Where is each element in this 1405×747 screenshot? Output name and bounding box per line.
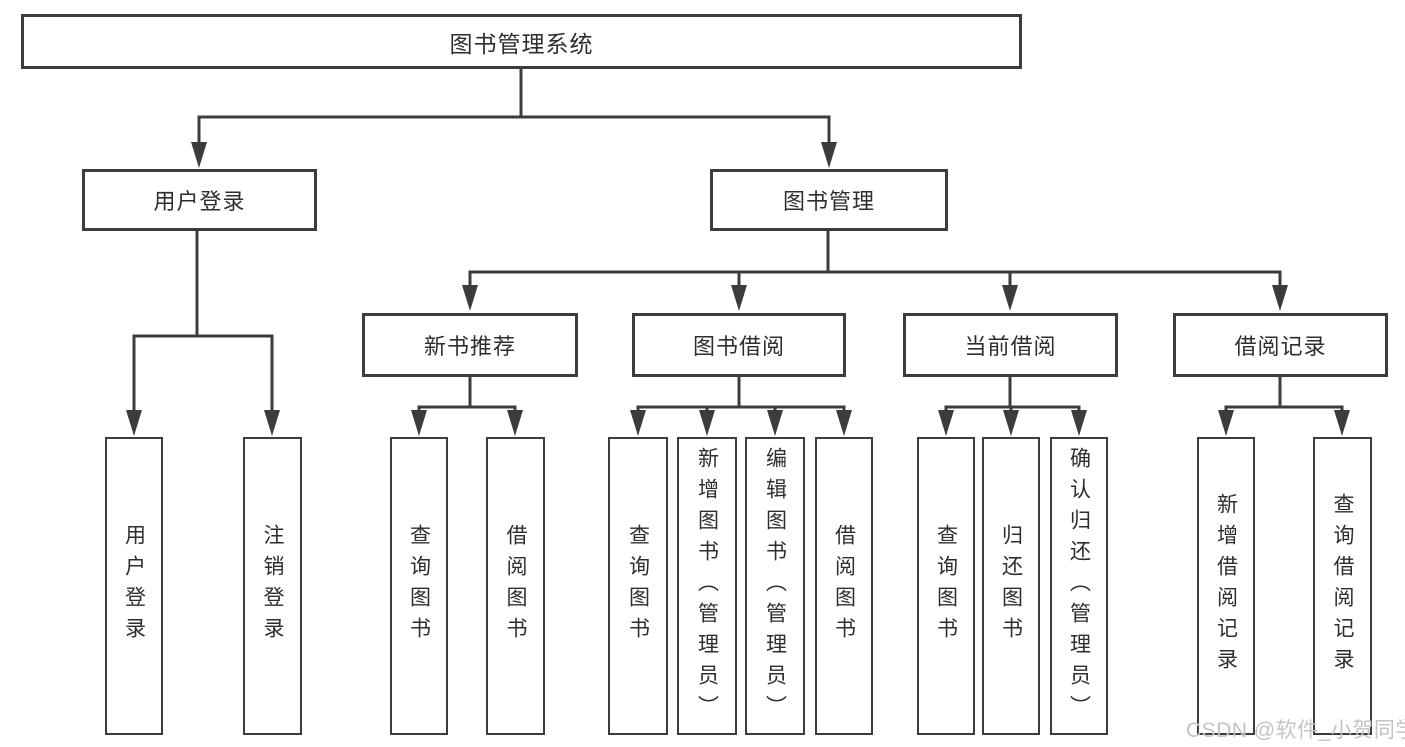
node-label: 图书管理系统	[449, 30, 594, 57]
node-label: 查询图书	[934, 524, 958, 648]
node-label: 查询图书	[626, 524, 650, 648]
edge-book-borrow-split	[636, 375, 846, 409]
node-label: 借阅记录	[1234, 334, 1327, 359]
edge-borrow-record-split	[1224, 375, 1344, 409]
edge-root-split	[197, 67, 831, 119]
leaf-borrow-books: 借阅图书	[815, 437, 873, 735]
node-label: 图书借阅	[692, 334, 785, 359]
arrowheads	[126, 117, 1350, 436]
leaf-query-books-recommend: 查询图书	[390, 437, 448, 735]
leaf-query-borrow-record: 查询借阅记录	[1313, 437, 1372, 735]
node-label: 查询图书	[407, 524, 431, 648]
node-label: 归还图书	[999, 524, 1023, 648]
node-label: 编辑图书（管理员）	[763, 446, 787, 726]
csdn-watermark: CSDN @软件_小贺同学	[1186, 719, 1405, 742]
leaf-add-borrow-record: 新增借阅记录	[1197, 437, 1255, 735]
node-label: 图书管理	[782, 189, 875, 214]
edge-user-login-split	[132, 229, 274, 338]
leaf-confirm-return-admin: 确认归还（管理员）	[1050, 437, 1108, 735]
node-book-management: 图书管理	[710, 169, 948, 231]
leaf-return-books: 归还图书	[982, 437, 1040, 735]
leaf-edit-books-admin: 编辑图书（管理员）	[745, 437, 805, 735]
node-label: 借阅图书	[832, 524, 856, 648]
leaf-user-login: 用户登录	[105, 437, 163, 735]
node-label: 新增图书（管理员）	[695, 446, 719, 726]
node-new-book-recommend: 新书推荐	[362, 313, 578, 377]
edge-book-management-split	[468, 229, 1282, 274]
node-label: 用户登录	[122, 524, 146, 648]
node-label: 当前借阅	[964, 334, 1057, 359]
node-current-borrow: 当前借阅	[903, 313, 1118, 377]
node-label: 新增借阅记录	[1214, 493, 1238, 679]
node-root-system: 图书管理系统	[21, 14, 1022, 69]
leaf-logout: 注销登录	[243, 437, 302, 735]
leaf-query-books-borrow: 查询图书	[608, 437, 668, 735]
node-label: 用户登录	[153, 189, 246, 214]
edge-current-borrow-split	[944, 375, 1081, 409]
leaf-add-books-admin: 新增图书（管理员）	[677, 437, 737, 735]
node-label: 借阅图书	[504, 524, 528, 648]
leaf-borrow-books-recommend: 借阅图书	[486, 437, 545, 735]
node-label: 注销登录	[261, 524, 285, 648]
node-label: 确认归还（管理员）	[1067, 446, 1091, 726]
leaf-query-books-current: 查询图书	[917, 437, 975, 735]
node-book-borrow: 图书借阅	[632, 313, 846, 377]
node-borrow-records: 借阅记录	[1173, 313, 1388, 377]
edge-new-book-split	[417, 375, 517, 409]
node-user-login: 用户登录	[82, 169, 317, 231]
node-label: 新书推荐	[423, 334, 516, 359]
node-label: 查询借阅记录	[1331, 493, 1355, 679]
